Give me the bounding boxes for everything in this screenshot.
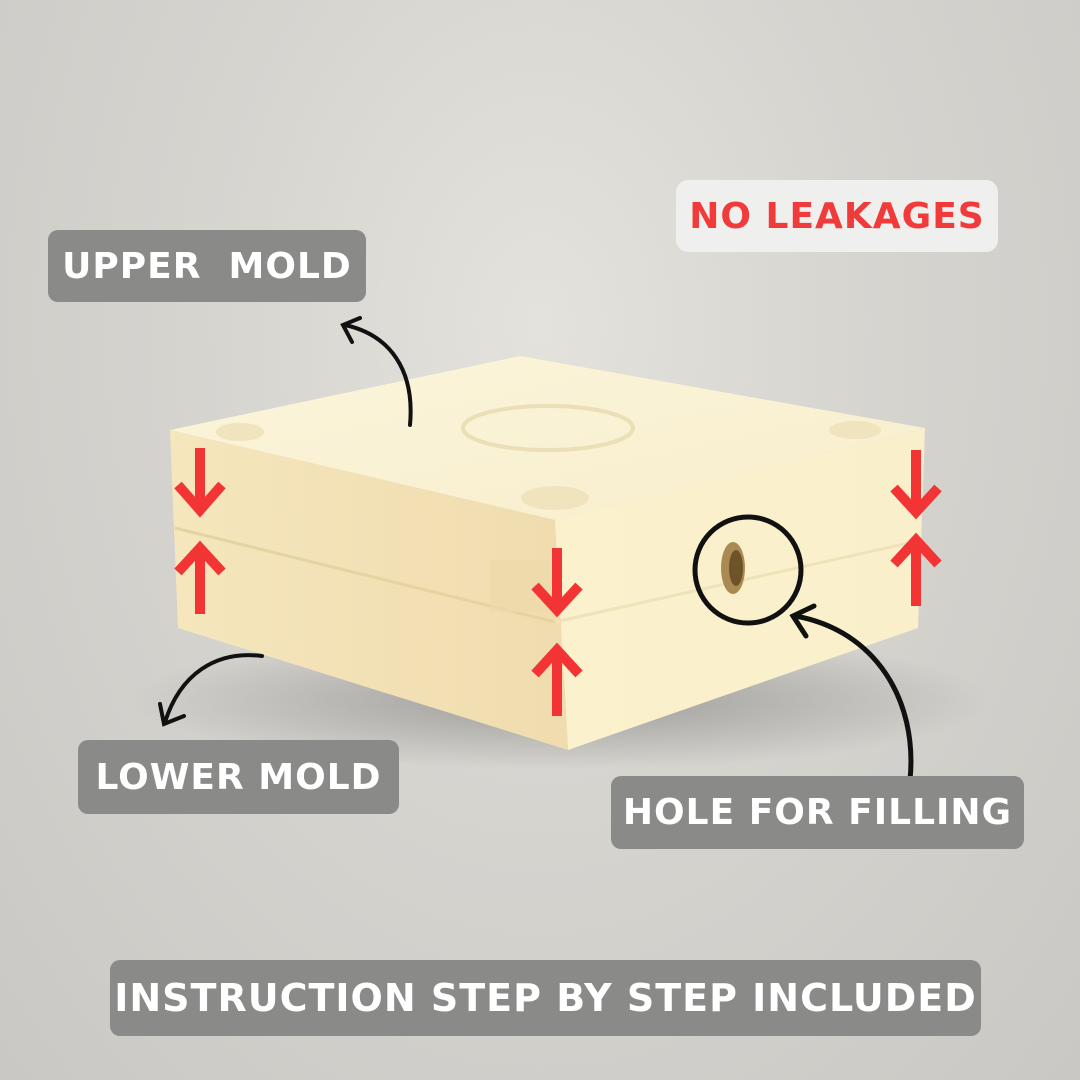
no-leakages-badge: NO LEAKAGES	[676, 180, 998, 252]
mold-top-dimple	[521, 486, 589, 510]
mold-top-dimple	[829, 421, 881, 439]
circle-highlight-icon	[692, 514, 804, 626]
mold-top-circle	[461, 404, 635, 452]
upper-mold-label: UPPER MOLD	[48, 230, 366, 302]
curved-pointer-arrow-icon	[158, 653, 264, 727]
lower-mold-label: LOWER MOLD	[78, 740, 399, 814]
down-arrow-icon	[890, 450, 942, 520]
down-arrow-icon	[174, 448, 226, 518]
mold-block	[170, 356, 925, 750]
curved-pointer-arrow-icon	[789, 603, 914, 783]
curved-pointer-arrow-icon	[340, 316, 413, 427]
filling-hole-inner	[729, 550, 743, 586]
up-arrow-icon	[174, 540, 226, 614]
mold-top-dimple	[216, 423, 264, 441]
up-arrow-icon	[531, 642, 583, 716]
up-arrow-icon	[890, 532, 942, 606]
down-arrow-icon	[531, 548, 583, 618]
instruction-banner: INSTRUCTION STEP BY STEP INCLUDED	[110, 960, 981, 1036]
hole-for-filling-label: HOLE FOR FILLING	[611, 776, 1024, 849]
mold-front-face	[170, 430, 568, 750]
red-arrows	[174, 448, 942, 716]
mold-top-face	[170, 356, 925, 520]
